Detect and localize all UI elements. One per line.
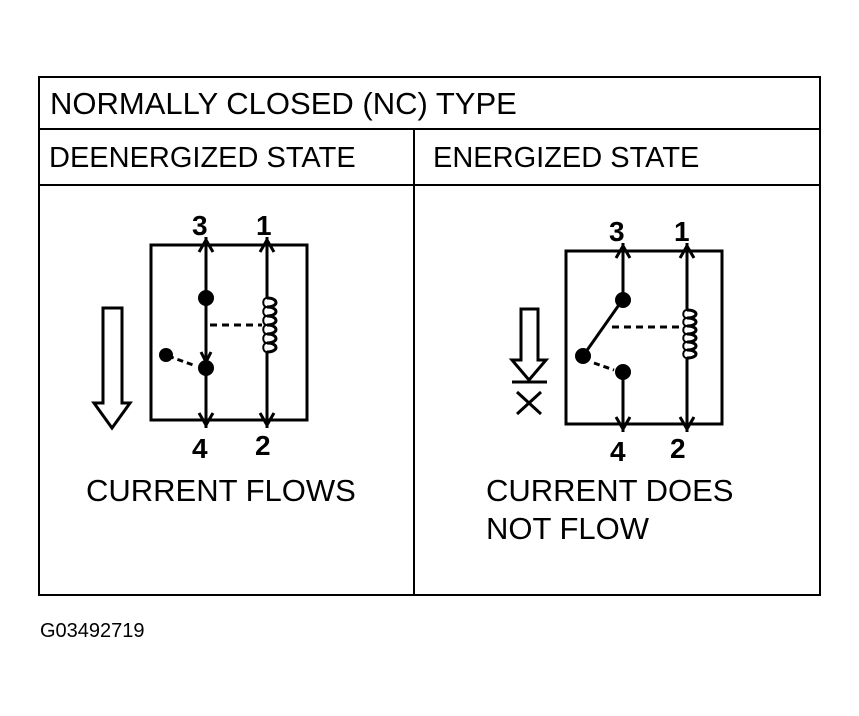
deenergized-coil-back: [262, 297, 268, 353]
deenergized-arrow-2: [258, 412, 276, 428]
deenergized-terminal-1: 1: [256, 210, 272, 241]
energized-caption-line1: CURRENT DOES: [486, 473, 734, 508]
energized-caption-line2: NOT FLOW: [486, 511, 650, 546]
relay-diagram-frame: NORMALLY CLOSED (NC) TYPE DEENERGIZED ST…: [38, 76, 821, 596]
deenergized-contact-dots: [159, 290, 214, 376]
deenergized-coil: [266, 296, 278, 354]
no-current-arrow-icon: [508, 307, 550, 416]
energized-arrow-4: [614, 416, 632, 432]
deenergized-nc-contact-arm: [167, 354, 197, 368]
deenergized-arrow-3: [197, 237, 215, 253]
energized-arrow-1: [678, 243, 696, 259]
diagram-title: NORMALLY CLOSED (NC) TYPE: [40, 78, 819, 130]
deenergized-caption: CURRENT FLOWS: [86, 472, 356, 510]
energized-terminal-4: 4: [610, 436, 626, 467]
deenergized-terminal-3: 3: [192, 210, 208, 241]
energized-coil-back: [682, 309, 688, 359]
energized-open-gap: [593, 361, 615, 372]
energized-terminal-3: 3: [609, 216, 625, 247]
deenergized-terminal-2: 2: [255, 430, 271, 461]
figure-code: G03492719: [40, 620, 145, 642]
current-flow-arrow-icon: [91, 306, 133, 431]
deenergized-dot-nc: [159, 348, 173, 362]
energized-terminal-2: 2: [670, 433, 686, 464]
energized-dot-pivot: [575, 348, 591, 364]
panel-divider: [413, 186, 415, 594]
deenergized-caption-text: CURRENT FLOWS: [86, 473, 356, 508]
deenergized-relay-schematic: [149, 237, 309, 428]
energized-dot-upper: [615, 292, 631, 308]
energized-arrow-3: [614, 243, 632, 259]
energized-dot-lower: [615, 364, 631, 380]
deenergized-arrow-1: [258, 237, 276, 253]
deenergized-relay-body: [149, 243, 309, 422]
deenergized-header: DEENERGIZED STATE: [40, 130, 415, 186]
energized-caption: CURRENT DOES NOT FLOW: [486, 472, 733, 548]
energized-contact-dots: [575, 292, 631, 380]
energized-relay-schematic: [564, 243, 724, 432]
deenergized-dot-upper: [198, 290, 214, 306]
deenergized-terminal-4: 4: [192, 433, 208, 464]
energized-contact-arm: [581, 301, 623, 357]
energized-coil: [686, 308, 698, 360]
energized-relay-body: [564, 249, 724, 426]
energized-arrow-2: [678, 416, 696, 432]
energized-terminal-1: 1: [674, 216, 690, 247]
deenergized-dot-lower: [198, 360, 214, 376]
energized-header: ENERGIZED STATE: [415, 130, 819, 186]
deenergized-arrow-4: [197, 412, 215, 428]
